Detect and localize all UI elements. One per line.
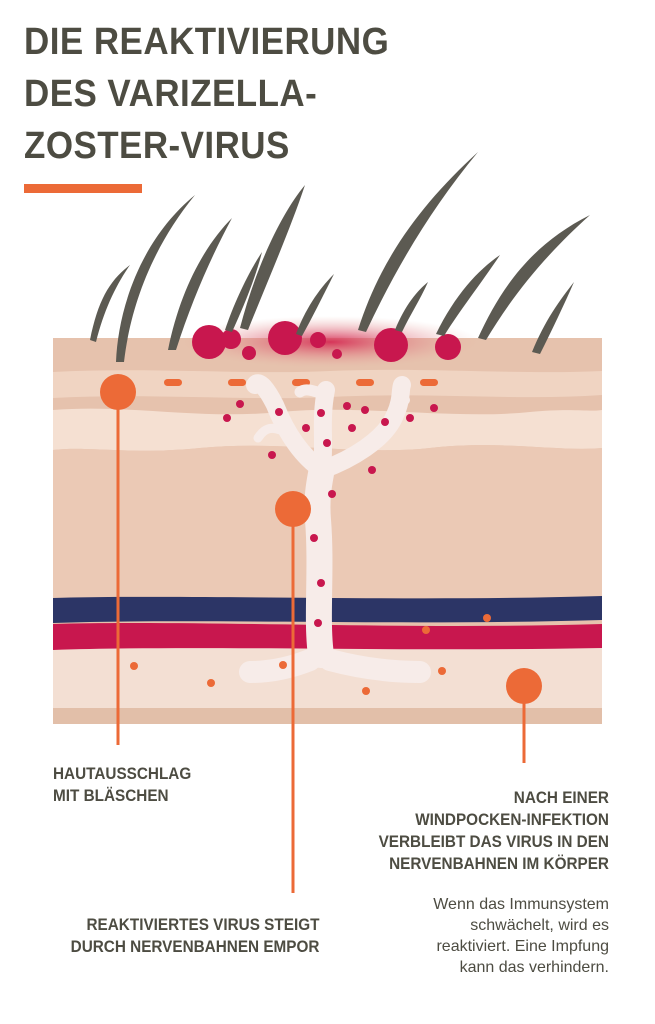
blister bbox=[310, 332, 326, 348]
label-infection-line: NACH EINER bbox=[513, 788, 609, 807]
callout-reactivated-marker bbox=[275, 491, 311, 527]
title-line-3: ZOSTER-VIRUS bbox=[24, 125, 290, 167]
skin-base bbox=[53, 708, 602, 724]
page-title: DIE REAKTIVIERUNG DES VARIZELLA- ZOSTER-… bbox=[24, 16, 410, 172]
callout-infection-marker bbox=[506, 668, 542, 704]
callout-rash-marker bbox=[100, 374, 136, 410]
title-line-1: DIE REAKTIVIERUNG bbox=[24, 21, 390, 63]
vaccination-note-line: schwächelt, wird es bbox=[470, 917, 609, 934]
label-reactivated-line: REAKTIVIERTES VIRUS STEIGT bbox=[86, 915, 319, 934]
label-rash: HAUTAUSSCHLAG MIT BLÄSCHEN bbox=[53, 763, 191, 807]
vaccination-note-line: reaktiviert. Eine Impfung bbox=[436, 938, 609, 955]
label-reactivated-line: DURCH NERVENBAHNEN EMPOR bbox=[70, 937, 319, 956]
title-line-2: DES VARIZELLA- bbox=[24, 73, 318, 115]
blister bbox=[242, 346, 256, 360]
dormant-virus-particles bbox=[130, 614, 491, 695]
callout-infection bbox=[506, 668, 542, 763]
blister bbox=[374, 328, 408, 362]
label-rash-line: MIT BLÄSCHEN bbox=[53, 786, 169, 805]
blister bbox=[435, 334, 461, 360]
label-infection-line: NERVENBAHNEN IM KÖRPER bbox=[389, 854, 609, 873]
virus-particles bbox=[223, 400, 438, 627]
blister bbox=[221, 329, 241, 349]
surface-virus-dashes bbox=[164, 379, 438, 386]
hairs bbox=[90, 152, 590, 362]
blister bbox=[192, 325, 226, 359]
blister bbox=[268, 321, 302, 355]
blister bbox=[332, 349, 342, 359]
rash-area bbox=[180, 316, 480, 368]
nerve-pathway bbox=[239, 374, 431, 683]
label-infection-line: WINDPOCKEN-INFEKTION bbox=[415, 810, 609, 829]
vaccination-note-line: kann das verhindern. bbox=[459, 959, 609, 976]
label-reactivated: REAKTIVIERTES VIRUS STEIGT DURCH NERVENB… bbox=[70, 914, 319, 958]
label-rash-line: HAUTAUSSCHLAG bbox=[53, 764, 192, 783]
vaccination-note: Wenn das Immunsystem schwächelt, wird es… bbox=[433, 894, 609, 978]
callout-rash bbox=[100, 374, 136, 745]
vaccination-note-line: Wenn das Immunsystem bbox=[433, 896, 609, 913]
label-infection-line: VERBLEIBT DAS VIRUS IN DEN bbox=[378, 832, 609, 851]
label-infection: NACH EINER WINDPOCKEN-INFEKTION VERBLEIB… bbox=[379, 787, 609, 875]
callout-reactivated bbox=[275, 491, 311, 893]
title-accent-bar bbox=[24, 184, 142, 193]
